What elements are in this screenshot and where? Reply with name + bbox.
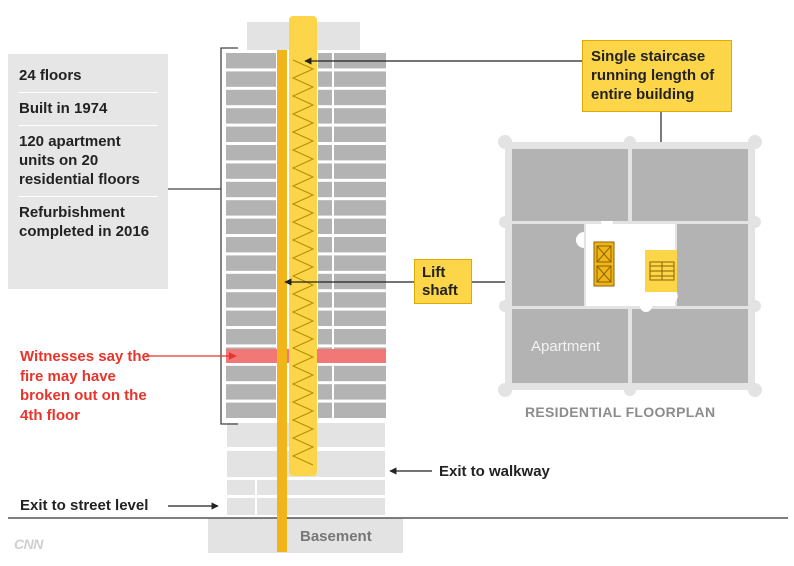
staircase-zigzag bbox=[291, 59, 315, 466]
apartment-unit bbox=[632, 149, 748, 221]
facts-panel: 24 floors Built in 1974 120 apartment un… bbox=[8, 54, 168, 289]
floor-slab bbox=[334, 126, 386, 142]
floor-slab bbox=[318, 126, 332, 142]
apartment-label: Apartment bbox=[531, 338, 601, 355]
floor-slab bbox=[226, 237, 276, 253]
floor-slab bbox=[226, 310, 276, 326]
fact-refurbishment: Refurbishment completed in 2016 bbox=[19, 204, 150, 240]
floor-slab bbox=[334, 402, 386, 418]
floor-slab bbox=[334, 108, 386, 124]
fact-floors: 24 floors bbox=[19, 60, 158, 93]
fact-built: Built in 1974 bbox=[19, 93, 158, 126]
floor-slab bbox=[226, 402, 276, 418]
floor-slab bbox=[226, 273, 276, 290]
lift-callout: Lift shaft bbox=[414, 259, 472, 304]
floor-slab bbox=[318, 108, 332, 124]
floor-slab bbox=[226, 365, 276, 382]
floor-slab bbox=[226, 200, 276, 216]
floor-slab bbox=[318, 310, 332, 326]
floor-slab bbox=[334, 181, 386, 198]
floor-slab bbox=[226, 329, 276, 345]
apartment-unit bbox=[632, 309, 748, 383]
floor-slab bbox=[318, 181, 332, 198]
exit-street-label: Exit to street level bbox=[20, 497, 149, 514]
floor-slab bbox=[334, 384, 386, 400]
floor-slab bbox=[318, 163, 332, 179]
floor-slab bbox=[226, 89, 276, 106]
floor-slab bbox=[318, 89, 332, 106]
floor-slab bbox=[334, 329, 386, 345]
cnn-logo: CNN bbox=[14, 536, 43, 552]
floor-slab bbox=[318, 71, 332, 87]
floor-slab bbox=[226, 145, 276, 161]
floor-slab bbox=[334, 255, 386, 271]
floor-slab bbox=[226, 181, 276, 198]
floor-slab bbox=[334, 365, 386, 382]
floor-slab bbox=[226, 126, 276, 142]
floor-slab bbox=[318, 145, 332, 161]
fact-units: 120 apartment units on 20 residential fl… bbox=[19, 126, 158, 197]
floor-slab bbox=[334, 218, 386, 234]
floor-slab bbox=[318, 237, 332, 253]
basement-block bbox=[208, 518, 403, 553]
floor-slab bbox=[334, 237, 386, 253]
residential-floorplan bbox=[498, 135, 762, 397]
witness-note: Witnesses say the fire may have broken o… bbox=[20, 348, 150, 424]
floor-slab bbox=[334, 145, 386, 161]
floor-slab bbox=[226, 53, 276, 69]
apartment-unit bbox=[512, 224, 584, 306]
floor-slab bbox=[318, 329, 332, 345]
floor-slab bbox=[318, 402, 332, 418]
floor-slab bbox=[226, 163, 276, 179]
exit-walkway-label: Exit to walkway bbox=[439, 463, 550, 480]
floorplan-lift bbox=[593, 241, 615, 287]
floor-slab bbox=[318, 200, 332, 216]
floor-slab bbox=[334, 163, 386, 179]
floor-slab bbox=[318, 255, 332, 271]
floor-slab bbox=[226, 218, 276, 234]
floorplan-title: RESIDENTIAL FLOORPLAN bbox=[525, 404, 716, 420]
floors-bracket bbox=[220, 47, 238, 425]
apartment-unit bbox=[512, 309, 628, 383]
floor-slab bbox=[334, 200, 386, 216]
floor-slab bbox=[226, 292, 276, 308]
floor-slab bbox=[334, 292, 386, 308]
floor-slab bbox=[334, 89, 386, 106]
floor-slab bbox=[318, 292, 332, 308]
lift-shaft bbox=[277, 50, 287, 552]
floor-slab bbox=[226, 108, 276, 124]
floor-slab bbox=[226, 384, 276, 400]
apartment-unit bbox=[512, 149, 628, 221]
floor-slab bbox=[318, 384, 332, 400]
floor-slab bbox=[226, 71, 276, 87]
floor-slab bbox=[226, 255, 276, 271]
floor-slab bbox=[318, 218, 332, 234]
apartment-unit bbox=[677, 224, 748, 306]
basement-label: Basement bbox=[300, 528, 372, 545]
floor-slab bbox=[334, 71, 386, 87]
floor-slab bbox=[318, 365, 332, 382]
floor-slab bbox=[334, 310, 386, 326]
staircase-callout: Single staircase running length of entir… bbox=[582, 40, 732, 112]
